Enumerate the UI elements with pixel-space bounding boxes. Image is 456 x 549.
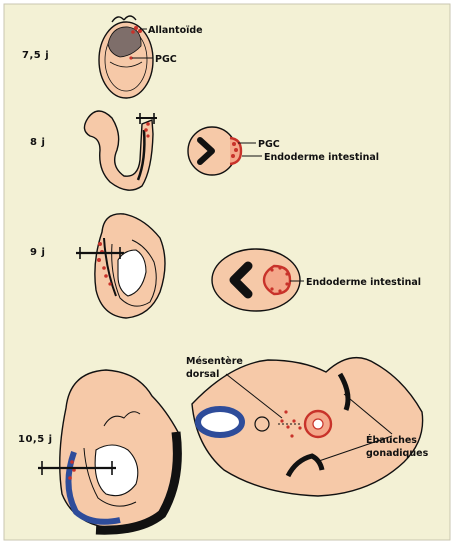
heart-region-10-5 xyxy=(94,444,139,497)
section-marker-9-day xyxy=(76,247,124,259)
stage-label-8: 8 j xyxy=(30,137,45,148)
pgc-cluster-8 xyxy=(231,142,238,158)
endoderm-label-8: Endoderme intestinal xyxy=(264,152,379,163)
cross-section-9-day xyxy=(211,248,301,312)
section-marker-10-5-day xyxy=(38,461,116,475)
pgc-label-8: PGC xyxy=(258,139,280,150)
embryo-9-day xyxy=(94,213,166,319)
section-marker-8-day xyxy=(136,113,157,124)
dorsal-aorta-10-5 xyxy=(65,451,121,525)
notochord xyxy=(254,416,270,432)
neural-tube-10-5 xyxy=(95,431,182,535)
gonadal-ridge-lower xyxy=(285,453,325,478)
endoderm-label-9: Endoderme intestinal xyxy=(306,277,421,288)
gonadal-ridge-upper xyxy=(337,372,351,411)
endoderm-9 xyxy=(262,264,292,296)
embryo-7-5-day xyxy=(98,15,154,99)
pgc-cluster-9-section xyxy=(270,266,289,293)
ebauches-pointer-lower xyxy=(315,435,393,463)
ebauches-pointer-upper xyxy=(343,393,393,435)
mesentere-pointer xyxy=(225,373,283,419)
ebauches-label-line2: gonadiques xyxy=(366,448,429,459)
aorta-section xyxy=(195,406,245,438)
cross-section-8-day xyxy=(187,126,243,176)
allantois-bud xyxy=(111,15,137,23)
neural-tube-9 xyxy=(229,261,253,299)
allantoide-label: Allantoïde xyxy=(148,25,203,36)
ebauches-label-line1: Ébauches xyxy=(366,434,417,446)
allantois-shape xyxy=(107,26,142,58)
embryo-10-5-day xyxy=(59,369,182,535)
mesentere-label-line2: dorsal xyxy=(186,369,219,380)
pgc-cluster-10-5-section xyxy=(280,410,302,438)
stage-label-10-5: 10,5 j xyxy=(18,434,53,445)
heart-region-9 xyxy=(117,249,147,297)
stage-label-7-5: 7,5 j xyxy=(22,50,49,61)
pgc-cluster-10-5-embryo xyxy=(68,460,76,480)
pgc-label-7-5: PGC xyxy=(155,54,177,65)
neural-tube-8 xyxy=(197,137,215,165)
stage-label-9: 9 j xyxy=(30,247,45,258)
pgc-cluster-7-5 xyxy=(131,26,142,34)
embryo-8-day xyxy=(83,110,154,191)
mesentere-label-line1: Mésentère xyxy=(186,356,243,367)
